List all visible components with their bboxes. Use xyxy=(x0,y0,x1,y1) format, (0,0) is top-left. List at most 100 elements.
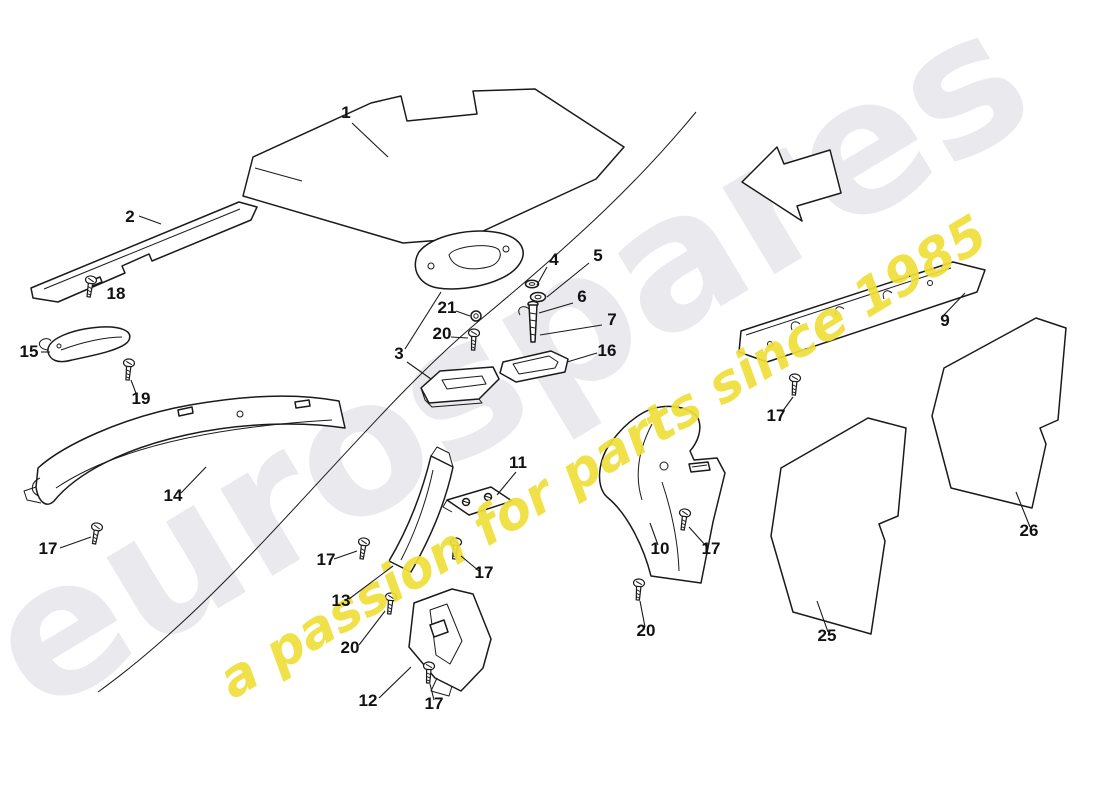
part-tab xyxy=(442,499,453,513)
leader-line xyxy=(404,291,442,350)
leader-lines xyxy=(41,122,1031,701)
part-2-windscreen-frame-trim xyxy=(30,201,258,303)
leader-line xyxy=(649,522,659,546)
callout-7[interactable]: 7 xyxy=(607,310,616,329)
part-detail xyxy=(254,167,303,182)
bracket-screw-slot xyxy=(484,495,492,499)
callout-14[interactable]: 14 xyxy=(164,486,183,505)
bolt-shaft xyxy=(528,304,538,343)
part-16-panel xyxy=(499,350,569,383)
part-7-bolt xyxy=(527,300,539,343)
callout-4[interactable]: 4 xyxy=(549,250,559,269)
part-outline xyxy=(446,486,513,516)
callout-17[interactable]: 17 xyxy=(475,563,494,582)
callout-15[interactable]: 15 xyxy=(20,342,39,361)
leader-line xyxy=(538,302,574,314)
callout-17[interactable]: 17 xyxy=(39,539,58,558)
part-inner xyxy=(637,423,653,501)
part-outline xyxy=(414,230,524,290)
part-outline xyxy=(242,88,625,244)
washer-outline xyxy=(524,279,540,289)
leader-line xyxy=(138,215,162,225)
leader-line xyxy=(180,466,207,494)
callout-3[interactable]: 3 xyxy=(394,344,403,363)
callout-25[interactable]: 25 xyxy=(818,626,837,645)
part-inner xyxy=(400,469,434,561)
callout-5[interactable]: 5 xyxy=(593,246,602,265)
leader-line xyxy=(536,266,548,286)
callout-17[interactable]: 17 xyxy=(702,539,721,558)
callout-6[interactable]: 6 xyxy=(577,287,586,306)
leader-line xyxy=(450,336,469,339)
nut-hole xyxy=(473,313,479,319)
body-reference-curve xyxy=(97,111,697,693)
bolt-thread xyxy=(529,312,537,315)
part-detail xyxy=(43,208,241,290)
callout-12[interactable]: 12 xyxy=(359,691,378,710)
callout-17[interactable]: 17 xyxy=(317,550,336,569)
leader-line xyxy=(539,324,603,336)
part-inner xyxy=(429,603,463,665)
part-1-roof-sound-absorber xyxy=(242,88,625,244)
part-21-nut xyxy=(470,310,482,322)
callout-21[interactable]: 21 xyxy=(438,298,457,317)
callout-16[interactable]: 16 xyxy=(598,341,617,360)
part-14-a-pillar-trim xyxy=(23,395,346,505)
part-outline xyxy=(30,201,258,303)
callouts: 1 2 18 15 19 3 4 5 6 7 21 20 16 9 17 14 … xyxy=(20,103,1039,713)
leader-line xyxy=(378,666,412,699)
part-outline xyxy=(499,350,569,383)
leader-line xyxy=(816,600,829,633)
part-10-pillar-trim-large xyxy=(598,405,726,584)
part-12-lower-trim xyxy=(408,588,492,697)
part-hook xyxy=(38,338,52,351)
part-4-washer xyxy=(524,279,540,289)
callout-18[interactable]: 18 xyxy=(107,284,126,303)
callout-19[interactable]: 19 xyxy=(132,389,151,408)
leader-line xyxy=(406,361,432,380)
part-outline xyxy=(408,588,492,692)
bolt-thread xyxy=(529,326,536,329)
leader-line xyxy=(333,550,358,560)
callout-9[interactable]: 9 xyxy=(940,311,949,330)
part-outline xyxy=(47,326,131,363)
callout-20[interactable]: 20 xyxy=(637,621,656,640)
part-13-pillar-trim xyxy=(388,446,454,573)
callout-17[interactable]: 17 xyxy=(767,406,786,425)
leader-line xyxy=(429,683,435,701)
part-hole xyxy=(659,461,669,471)
screw-19-icon xyxy=(121,357,136,382)
callout-10[interactable]: 10 xyxy=(651,539,670,558)
bolt-thread xyxy=(529,319,537,322)
part-detail xyxy=(60,336,123,351)
callout-26[interactable]: 26 xyxy=(1020,521,1039,540)
part-hole xyxy=(236,410,244,418)
part-clip xyxy=(294,399,311,409)
part-front-face xyxy=(420,387,483,408)
part-hook xyxy=(834,306,845,316)
part-hole xyxy=(767,341,773,347)
leader-line xyxy=(130,379,138,397)
part-outline xyxy=(931,317,1067,509)
callout-20[interactable]: 20 xyxy=(341,638,360,657)
leader-line xyxy=(781,396,794,413)
callout-2[interactable]: 2 xyxy=(125,207,134,226)
part-clip xyxy=(177,406,194,417)
part-hole xyxy=(927,280,933,286)
leader-line xyxy=(59,536,92,549)
callout-13[interactable]: 13 xyxy=(332,591,351,610)
part-6-clip xyxy=(518,306,534,316)
callout-20[interactable]: 20 xyxy=(433,324,452,343)
callout-17[interactable]: 17 xyxy=(425,694,444,713)
part-inner xyxy=(448,245,501,270)
part-hook xyxy=(430,446,454,468)
screw-20-icon xyxy=(631,578,646,601)
part-inner xyxy=(745,267,952,336)
leader-line xyxy=(1015,491,1031,528)
callout-11[interactable]: 11 xyxy=(509,453,527,472)
part-15-sun-visor xyxy=(38,326,131,363)
callout-1[interactable]: 1 xyxy=(341,103,350,122)
leader-line xyxy=(941,292,966,318)
part-3-overhead-console-lower xyxy=(420,366,500,408)
